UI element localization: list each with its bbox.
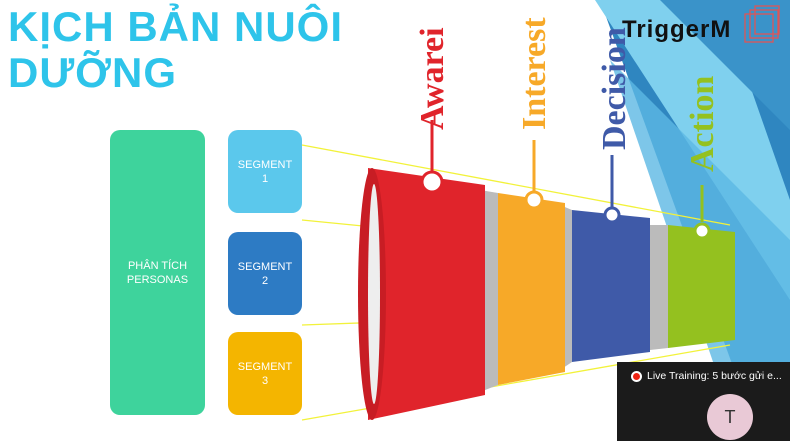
avatar: T: [707, 394, 753, 440]
funnel-action: [668, 225, 735, 348]
funnel: [358, 168, 735, 420]
segment-2: SEGMENT 2: [228, 232, 302, 315]
persona-box: PHÂN TÍCH PERSONAS: [110, 130, 205, 415]
stage-label-decision: Decision: [596, 27, 633, 150]
segment-3: SEGMENT 3: [228, 332, 302, 415]
record-icon: [631, 370, 642, 382]
stage-pointers: [420, 120, 711, 240]
video-overlay[interactable]: Live Training: 5 bước gửi e... T: [617, 362, 790, 441]
slide-title-line1: KỊCH BẢN NUÔI: [8, 3, 343, 50]
live-status: Live Training: 5 bước gửi e...: [631, 370, 782, 382]
live-title: Live Training: 5 bước gửi e...: [647, 370, 782, 382]
stage-label-action: Action: [684, 75, 721, 172]
funnel-interest: [498, 193, 565, 385]
slide-title-line2: DƯỠNG: [8, 49, 178, 96]
stage-label-awareness: Awarei: [414, 27, 451, 130]
funnel-decision: [572, 210, 650, 362]
segment-1: SEGMENT 1: [228, 130, 302, 213]
logo-icon: [744, 5, 780, 43]
logo-text: TriggerM: [622, 16, 732, 43]
funnel-awareness: [368, 168, 485, 420]
stage-label-interest: Interest: [516, 17, 553, 130]
